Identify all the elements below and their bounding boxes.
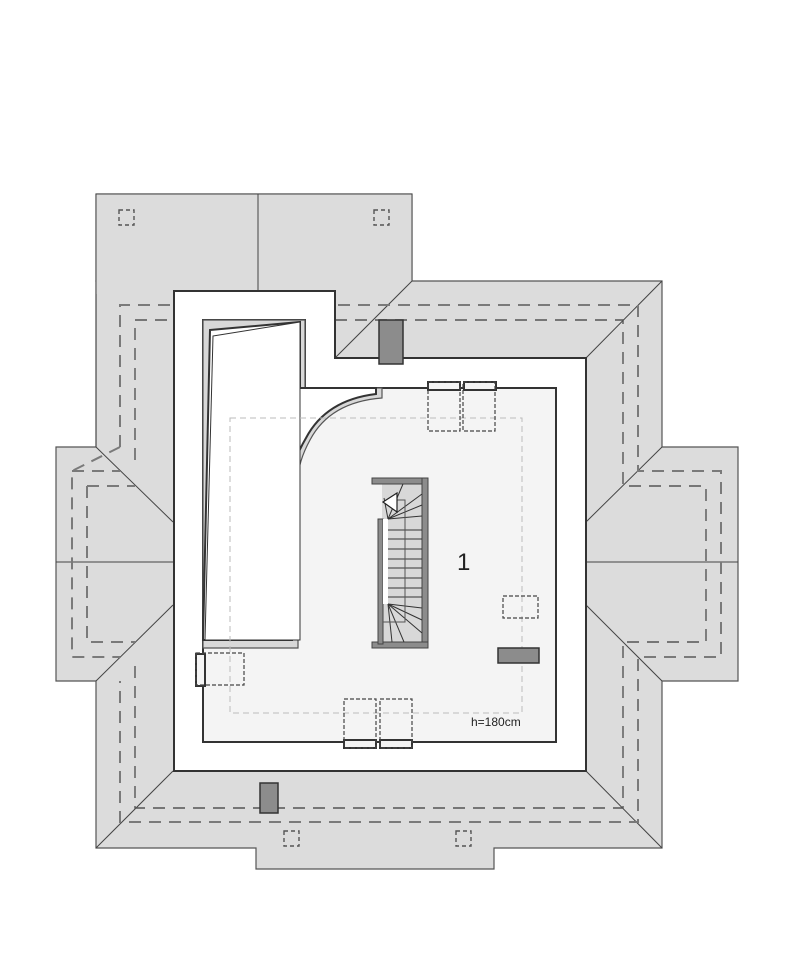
- height-label: h=180cm: [471, 715, 521, 729]
- staircase: [371, 477, 429, 649]
- chimney-bottom: [259, 782, 279, 814]
- void-area: [201, 319, 383, 649]
- skylights: [118, 209, 472, 847]
- room-number-label: 1: [457, 549, 470, 576]
- chimney-right: [497, 647, 540, 664]
- roof-windows: [195, 381, 539, 749]
- chimneys: [259, 319, 540, 814]
- chimney-top: [378, 319, 404, 365]
- roof-hip-lines: [56, 280, 738, 849]
- stair-direction-arrow-icon: [381, 491, 398, 514]
